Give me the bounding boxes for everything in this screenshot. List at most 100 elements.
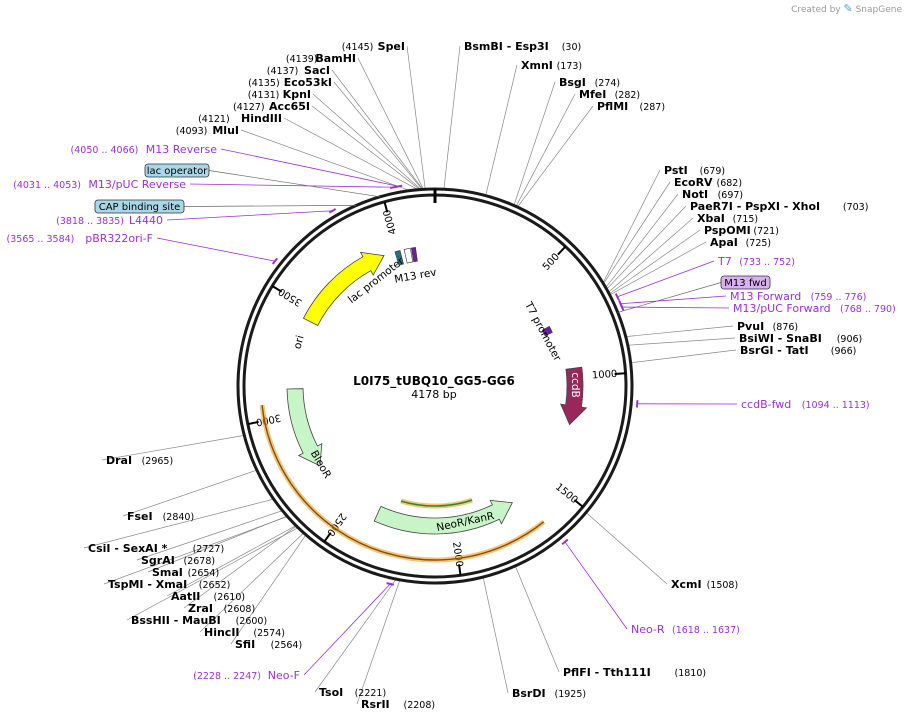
primer-mark (271, 257, 279, 265)
site-bamhi: (4139)BamHI (286, 52, 356, 65)
site-leader (602, 169, 661, 284)
site-name: SmaI (152, 566, 183, 579)
tick-label: 4000 (382, 208, 399, 235)
site-position: (4093) (176, 126, 208, 137)
primer-name: L4440 (129, 214, 163, 227)
site-tsoi: (2221)TsoI (319, 686, 386, 699)
site-name: BamHI (315, 52, 356, 65)
site-name: PstI (664, 164, 688, 177)
box-lac-operator: lac operator (144, 163, 381, 198)
primer-leader (617, 260, 715, 298)
site-leader (514, 565, 560, 673)
site-name: EcoRV (674, 176, 713, 189)
site-hindiii: (4121) HindIII (198, 112, 282, 125)
site-leader (585, 512, 668, 585)
primer-position: (4050 .. 4066) (71, 145, 139, 156)
site-leader (199, 532, 304, 633)
site-position: (173) (557, 61, 583, 72)
primer-mark (635, 400, 639, 408)
site-position: (966) (831, 346, 857, 357)
site-name: Eco53kI (284, 76, 332, 89)
site-position: (2608) (224, 604, 256, 615)
site-leader (311, 105, 421, 190)
site-name: BsgI (559, 76, 586, 89)
site-position: (282) (615, 90, 641, 101)
site-position: (2965) (142, 456, 174, 467)
primer-leader (156, 237, 276, 262)
site-position: (4137) (267, 66, 299, 77)
primer-mark (386, 582, 394, 586)
site-leader (517, 105, 594, 208)
site-position: (2652) (199, 580, 231, 591)
site-name: PflFI - Tth111I (563, 666, 651, 679)
site-name: SpeI (378, 40, 405, 53)
tick-label: 3500 (277, 285, 304, 308)
site-leader (603, 181, 671, 285)
lac-promoter-block (394, 250, 404, 266)
site-bsrgi-tati: (966)BsrGI - TatI (740, 344, 856, 357)
box-m13-fwd: M13 fwd (617, 275, 771, 313)
lac-operator-block (403, 247, 414, 264)
primer-position: (768 .. 790) (840, 304, 896, 315)
site-leader (240, 129, 411, 191)
site-leader (605, 193, 679, 288)
site-name: MfeI (579, 88, 606, 101)
credit-brand: SnapGene (855, 5, 902, 15)
box-text: CAP binding site (99, 202, 181, 213)
site-leader (183, 525, 297, 609)
site-leader (314, 578, 397, 693)
snapgene-logo-icon: ✎ (843, 2, 853, 15)
site-position: (30) (562, 42, 582, 53)
primer-mark (389, 185, 398, 189)
ori-label: ori (292, 334, 307, 350)
site-leader (608, 229, 701, 295)
orf-line (338, 521, 545, 561)
site-leader (606, 205, 687, 290)
box-frame (720, 275, 771, 290)
site-name: TsoI (319, 686, 343, 699)
primer-mark (328, 208, 337, 214)
tick-mark (614, 372, 626, 375)
site-name: BsrDI (512, 687, 546, 700)
primer-name: T7 (717, 255, 732, 268)
site-name: HindIII (241, 112, 282, 125)
m13-rev-block (410, 247, 418, 263)
site-position: (2574) (253, 628, 285, 639)
primer-name: M13 Forward (730, 290, 801, 303)
site-aatii: (2610)AatII (171, 590, 245, 603)
site-name: HincII (204, 626, 240, 639)
site-position: (2600) (236, 616, 268, 627)
site-name: BsmBI - Esp3I (464, 40, 549, 53)
primer-t7: T7(733 .. 752) (717, 255, 795, 268)
site-position: (697) (718, 190, 744, 201)
site-drai: (2965)DraI (106, 454, 173, 467)
site-leader (443, 45, 461, 190)
site-name: BssHII - MauBI (131, 614, 221, 627)
site-leader (625, 325, 734, 337)
site-name: KpnI (283, 88, 311, 101)
primer-leader (564, 541, 628, 630)
box-leader (183, 205, 357, 207)
primer-labels: M13 Reverse (4050 .. 4066) M13/pUC Reverse… (7, 143, 896, 682)
site-position: (4121) (198, 114, 230, 125)
site-leader (126, 527, 299, 621)
site-position: (2208) (404, 700, 436, 711)
site-leader (356, 579, 401, 705)
site-mlui: (4093)MluI (176, 124, 239, 137)
tick-mark (271, 285, 283, 293)
site-position: (2727) (193, 544, 225, 555)
site-leader (312, 93, 422, 190)
site-position: (1810) (675, 668, 707, 679)
primer-name: M13 Reverse (146, 143, 217, 156)
primer-position: (1094 .. 1113) (802, 400, 870, 411)
site-position: (4145) (342, 42, 374, 53)
site-bsiwi-snabi: (906)BsiWI - SnaBI (739, 332, 862, 345)
site-leader (166, 525, 297, 597)
snapgene-credit: Created by ✎ SnapGene (791, 2, 902, 15)
site-tspmi-xmai: (2652)TspMI - XmaI (108, 578, 230, 591)
site-kpni: (4131)KpnI (248, 88, 311, 101)
primer-m13-puc-forward: M13/pUC Forward(768 .. 790) (733, 302, 896, 315)
primer-name: M13/pUC Reverse (88, 178, 186, 191)
site-fsei: (2840)FseI (127, 510, 194, 523)
